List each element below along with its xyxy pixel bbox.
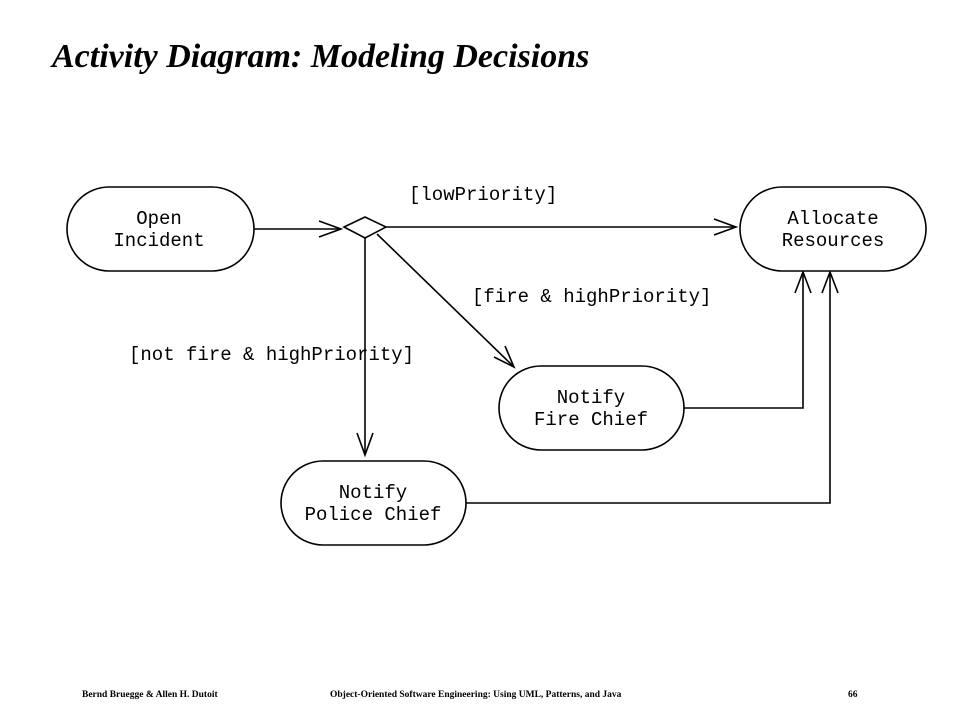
activity-allocate-resources-line2: Resources — [782, 230, 885, 252]
arrowhead-allocate-from-police-chief — [821, 269, 839, 294]
guard-not-fire-high-priority: [not fire & highPriority] — [129, 344, 414, 366]
activity-open-incident: Open Incident — [66, 186, 255, 272]
arrowhead-fire-chief — [493, 345, 516, 369]
guard-fire-high-priority: [fire & highPriority] — [472, 286, 711, 308]
edge-decision-to-fire-chief — [376, 233, 515, 368]
activity-open-incident-line2: Incident — [113, 230, 204, 252]
activity-notify-police-chief-line2: Police Chief — [305, 504, 442, 526]
arrowhead-allocate-from-fire-chief — [794, 269, 812, 294]
activity-notify-fire-chief-line1: Notify — [557, 387, 625, 409]
edge-police-chief-to-allocate — [466, 272, 831, 504]
edge-fire-chief-to-allocate — [684, 272, 804, 409]
guard-low-priority: [lowPriority] — [409, 184, 557, 206]
guard-labels: [lowPriority] [fire & highPriority] [not… — [129, 184, 711, 366]
arrowhead-allocate — [713, 218, 739, 236]
slide-title: Activity Diagram: Modeling Decisions — [52, 38, 590, 75]
activity-notify-police-chief: Notify Police Chief — [280, 460, 467, 546]
arrowhead-police-chief — [356, 432, 374, 458]
footer-page-number: 66 — [848, 690, 858, 700]
decision-diamond — [342, 216, 388, 239]
activity-allocate-resources: Allocate Resources — [739, 186, 927, 272]
arrowheads — [318, 218, 839, 458]
activity-notify-fire-chief: Notify Fire Chief — [498, 365, 685, 451]
activity-allocate-resources-line1: Allocate — [787, 208, 878, 230]
activity-open-incident-line1: Open — [136, 208, 182, 230]
activity-notify-police-chief-line1: Notify — [339, 482, 407, 504]
footer-authors: Bernd Bruegge & Allen H. Dutoit — [82, 690, 218, 700]
activity-notify-fire-chief-line2: Fire Chief — [534, 409, 648, 431]
edges — [254, 226, 831, 504]
arrowhead-decision — [318, 220, 344, 238]
footer-book-title: Object-Oriented Software Engineering: Us… — [330, 690, 622, 700]
